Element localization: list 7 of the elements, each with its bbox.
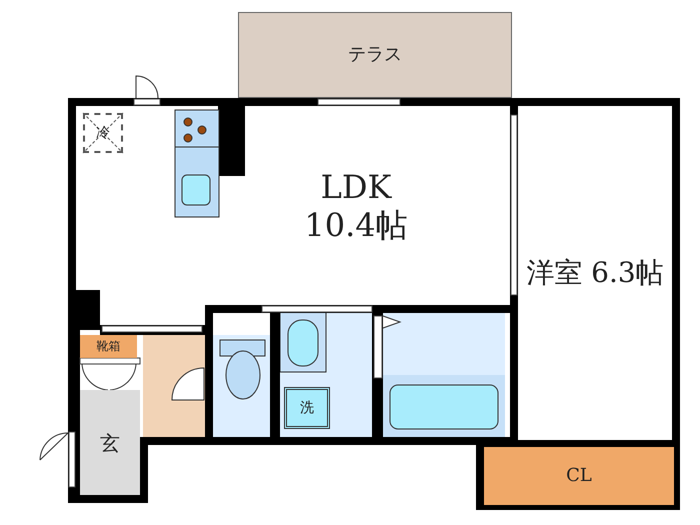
closet: CL	[484, 447, 674, 505]
room-label: LDK 10.4帖	[303, 168, 409, 245]
entrance-area: 玄	[80, 390, 140, 495]
terrace-area: テラス	[238, 12, 512, 98]
washing-machine-space: 洗	[284, 387, 330, 429]
refrigerator-space: 冷	[83, 113, 123, 153]
shoe-cabinet: 靴箱	[80, 335, 137, 358]
